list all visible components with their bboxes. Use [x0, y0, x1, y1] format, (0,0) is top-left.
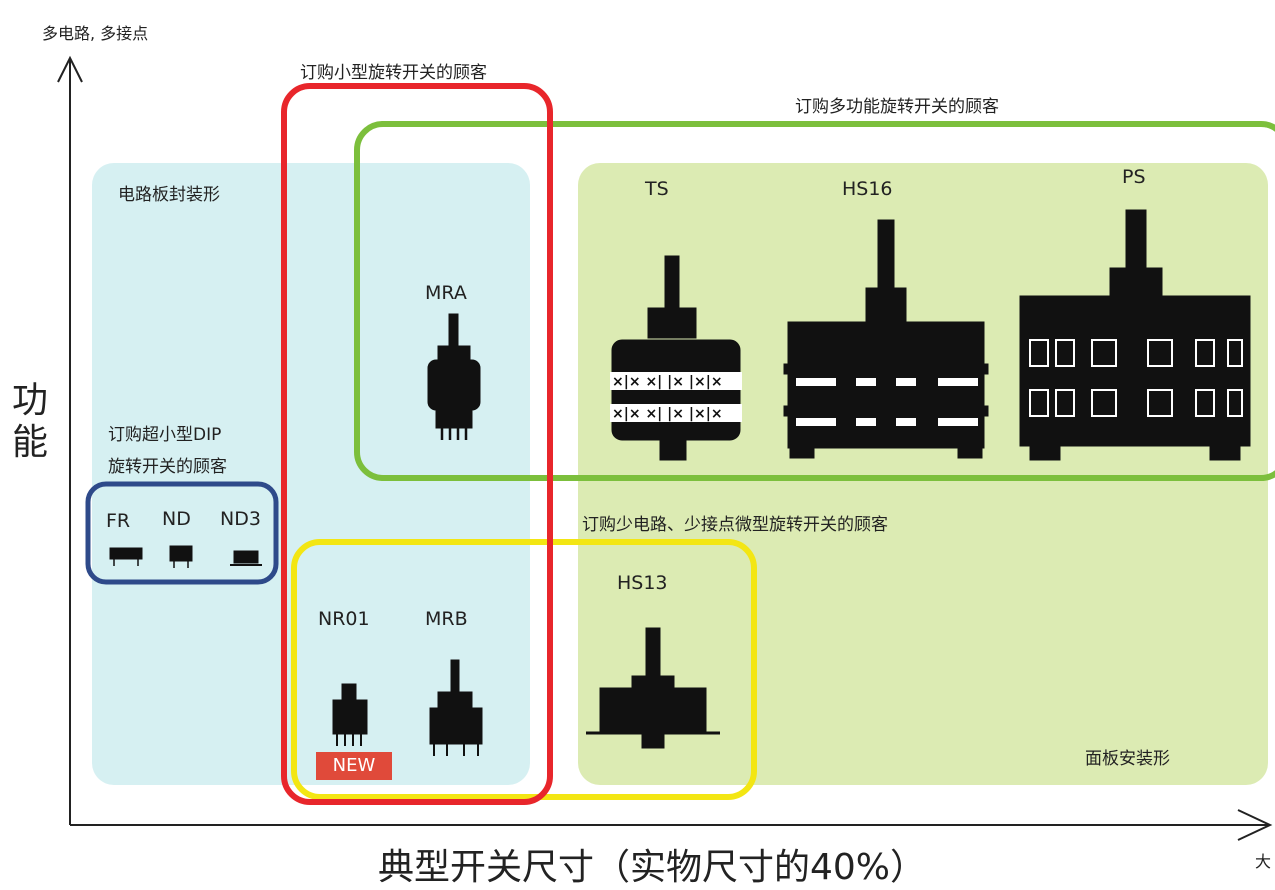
product-label-ts: TS — [645, 178, 669, 200]
small-rotary-box — [281, 83, 553, 805]
x-axis-end-label: 大 — [1255, 852, 1272, 871]
ultra-small-dip-group-label-line2: 旋转开关的顾客 — [108, 457, 227, 477]
mrb-switch-image — [429, 659, 483, 756]
mra-switch-image — [427, 313, 481, 440]
product-label-mra: MRA — [425, 282, 467, 304]
x-axis-title: 典型开关尺寸（实物尺寸的40%） — [378, 847, 927, 888]
multifunction-group-label: 订购多功能旋转开关的顾客 — [795, 97, 999, 117]
hs16-terminal-marks — [796, 378, 978, 426]
y-axis — [57, 55, 83, 825]
ts-terminal-marks: ×|× ×| |× |×|× ×|× ×| |× |×|× — [612, 374, 723, 422]
product-label-mrb: MRB — [425, 608, 468, 630]
pcb-region — [92, 163, 530, 785]
product-label-nd: ND — [162, 508, 191, 530]
fr-switch-image — [109, 547, 143, 566]
ps-switch-image — [1019, 209, 1251, 461]
ps-terminal-marks — [1029, 339, 1243, 417]
nd-switch-image — [169, 545, 193, 568]
multifunction-box — [354, 121, 1275, 481]
x-axis — [70, 809, 1273, 841]
product-label-ps: PS — [1122, 166, 1146, 188]
svg-text:×|× ×| |× |×|×: ×|× ×| |× |×|× — [612, 406, 723, 422]
y-axis-title: 功能 — [11, 380, 48, 463]
few-circuit-box — [291, 539, 757, 800]
ts-switch-image — [610, 255, 742, 461]
few-circuit-group-label: 订购少电路、少接点微型旋转开关的顾客 — [582, 515, 888, 535]
svg-text:×|× ×| |× |×|×: ×|× ×| |× |×|× — [612, 374, 723, 390]
pcb-region-label: 电路板封装形 — [118, 185, 220, 205]
product-label-fr: FR — [106, 510, 131, 532]
product-label-nr01: NR01 — [318, 608, 370, 630]
hs13-switch-image — [586, 627, 720, 749]
ultra-small-dip-group-label-line1: 订购超小型DIP — [108, 425, 222, 445]
nr01-switch-image — [332, 683, 368, 746]
panel-region-label: 面板安装形 — [1085, 749, 1170, 769]
nd3-switch-image — [230, 550, 262, 566]
y-axis-top-label: 多电路, 多接点 — [42, 24, 149, 43]
small-rotary-group-label: 订购小型旋转开关的顾客 — [300, 63, 487, 83]
product-label-hs16: HS16 — [842, 178, 893, 200]
dip-box — [85, 481, 279, 585]
new-badge: NEW — [316, 752, 392, 780]
product-label-nd3: ND3 — [220, 508, 261, 530]
product-label-hs13: HS13 — [617, 572, 668, 594]
